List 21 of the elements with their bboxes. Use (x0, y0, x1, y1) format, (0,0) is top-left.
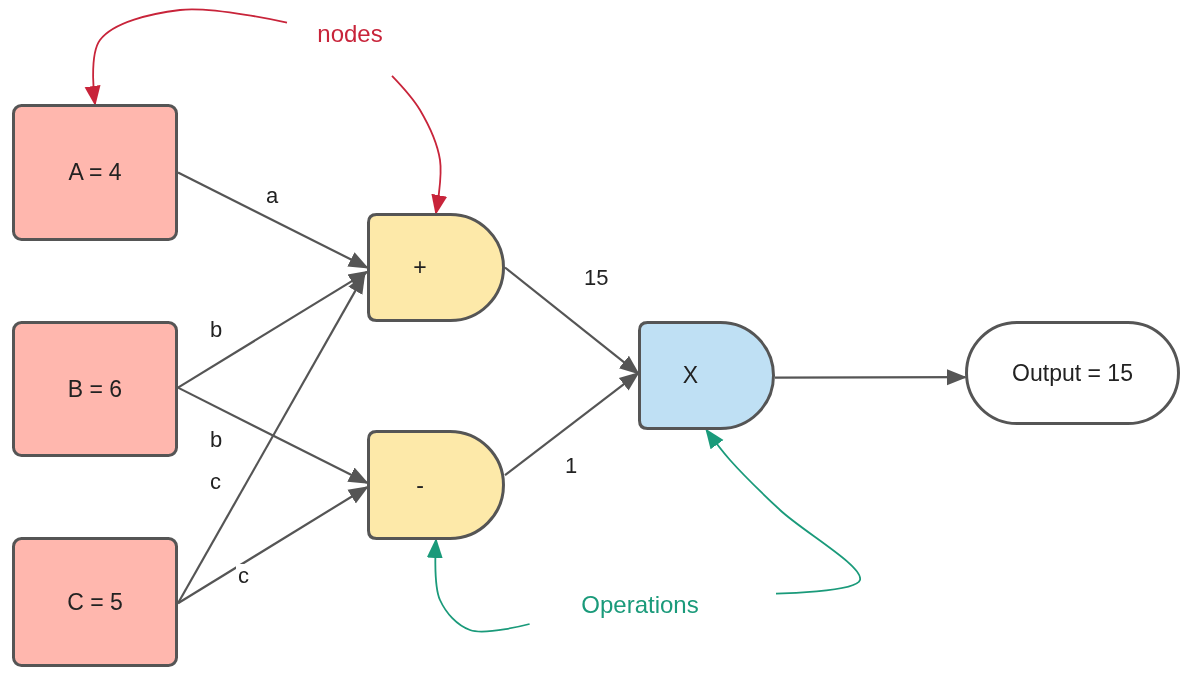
node-label: C = 5 (67, 588, 123, 616)
arrow (504, 266, 640, 375)
node-label: A = 4 (68, 159, 122, 186)
annotation-label: nodes (317, 20, 383, 48)
arrow (177, 386, 369, 484)
node-label: Output = 15 (1012, 359, 1133, 387)
node-label: + (413, 254, 427, 281)
arrow (177, 270, 369, 389)
node-label: B = 6 (67, 375, 123, 403)
annotation-label: Operations (581, 591, 699, 619)
annotation-arrow (705, 428, 861, 595)
annotation-arrow (391, 74, 448, 215)
annotation-arrow (84, 8, 288, 106)
annotation-arrow (426, 538, 531, 633)
arrow (177, 486, 369, 605)
arrow (775, 369, 967, 386)
arrow (177, 171, 369, 269)
arrow (177, 273, 366, 604)
node-label: - (416, 471, 424, 499)
arrow (504, 372, 640, 476)
node-label: X (682, 362, 699, 389)
